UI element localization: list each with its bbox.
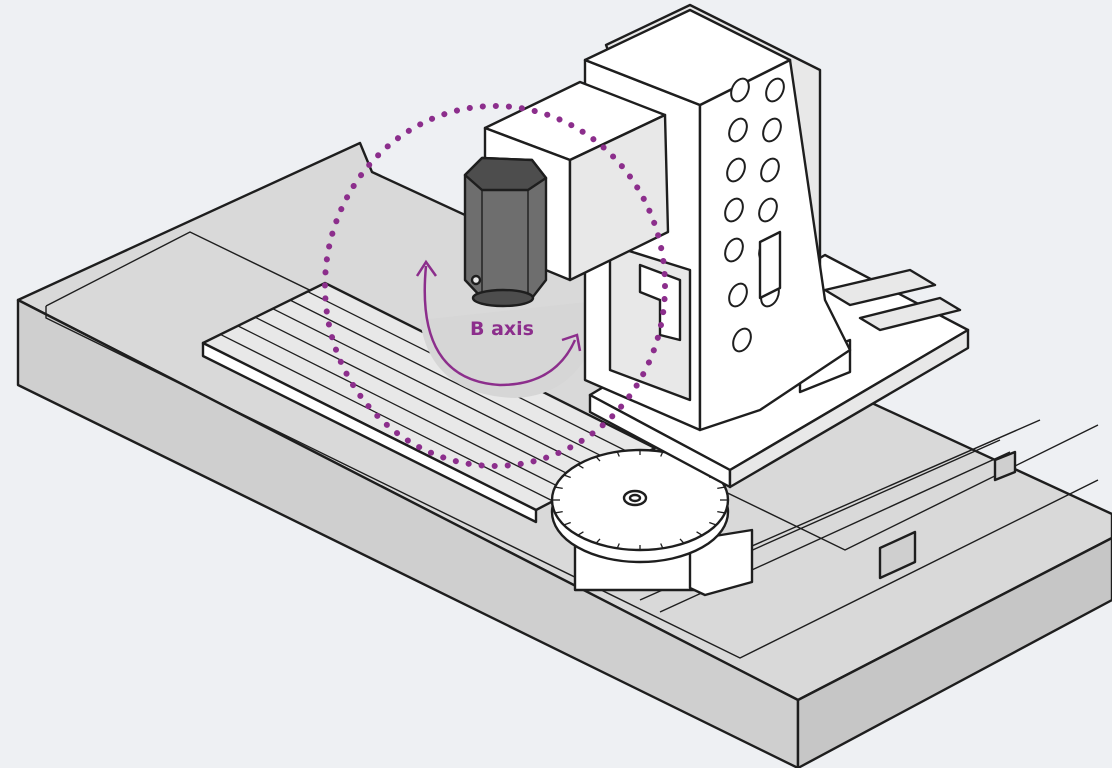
column-hole xyxy=(728,282,748,308)
table-front-edge xyxy=(201,341,538,524)
base-inner-rim-2 xyxy=(45,306,1099,659)
rotary-tooth xyxy=(554,486,563,489)
spindle-shadow xyxy=(420,300,605,398)
column-hole xyxy=(758,197,778,223)
column-hole xyxy=(728,117,748,143)
rotary-tooth xyxy=(595,456,601,462)
rotary-center-inner xyxy=(628,493,642,503)
column-slide xyxy=(638,263,682,342)
t-slot-line xyxy=(289,299,622,467)
rotary-tooth xyxy=(717,486,726,489)
b-axis-arrow-arc xyxy=(423,265,577,387)
head-housing-side xyxy=(568,113,670,282)
column-hole xyxy=(730,77,750,103)
b-axis-label: B axis xyxy=(470,318,534,340)
column-hole xyxy=(724,197,744,223)
machine-column xyxy=(583,3,970,489)
spindle-tip xyxy=(471,288,535,308)
rotary-tooth xyxy=(616,543,620,549)
rotary-tooth xyxy=(616,451,620,457)
t-slot-line xyxy=(220,333,554,502)
rotary-tooth xyxy=(563,521,571,526)
b-axis-arrowhead-start xyxy=(415,259,438,277)
t-slot-line xyxy=(254,316,588,485)
b-axis-arrowhead-end xyxy=(561,333,582,352)
rotary-tooth xyxy=(696,531,703,536)
column-hole xyxy=(732,327,752,353)
t-slot-line xyxy=(237,325,571,493)
saddle-rail-1 xyxy=(823,268,937,307)
column-hole xyxy=(762,117,782,143)
column-hole xyxy=(724,237,744,263)
rotary-table xyxy=(550,448,754,597)
rotary-tooth xyxy=(660,451,664,457)
work-table xyxy=(201,281,657,524)
saddle-right xyxy=(728,328,970,489)
saddle-rail-2 xyxy=(858,296,962,332)
rotary-tooth xyxy=(563,474,571,479)
column-hole xyxy=(760,157,780,183)
rotary-tooth xyxy=(717,511,726,514)
rotary-tooth xyxy=(679,538,685,544)
t-slot-line xyxy=(272,308,605,476)
rail-end-block-2 xyxy=(993,450,1017,482)
rotary-tooth xyxy=(577,464,584,469)
base-front-side xyxy=(796,536,1112,768)
rail-end-block xyxy=(878,530,917,580)
column-hole xyxy=(765,77,785,103)
rotary-tooth xyxy=(554,511,563,514)
spindle-key xyxy=(470,274,482,286)
base-left-side xyxy=(16,298,800,768)
rotary-tooth xyxy=(595,538,601,544)
rotary-tooth xyxy=(709,521,717,526)
rotary-tooth xyxy=(577,531,584,536)
spindle-head xyxy=(463,80,670,308)
column-hole xyxy=(726,157,746,183)
x-axis-rail-3 xyxy=(719,419,1041,561)
rotary-tooth xyxy=(660,543,664,549)
b-axis-arrow xyxy=(415,259,582,387)
spindle-cap xyxy=(463,156,548,192)
b-axis-rotation-path xyxy=(322,103,668,469)
column-side-plate xyxy=(758,230,782,300)
